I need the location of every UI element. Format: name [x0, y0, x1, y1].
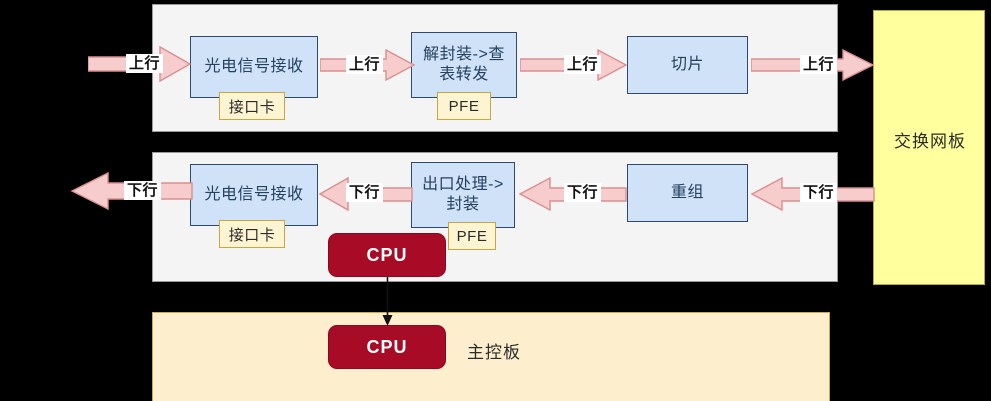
downstream-box-2-label: 出口处理->封装 — [422, 176, 504, 213]
upstream-arrow-label-3: 上行 — [564, 55, 602, 75]
upstream-tag-2-label: PFE — [448, 97, 480, 115]
switch-fabric-panel — [873, 10, 985, 285]
upstream-tag-1-label: 接口卡 — [228, 98, 276, 116]
downstream-box-reassemble[interactable]: 重组 — [627, 164, 748, 222]
upstream-arrow-label-1: 上行 — [126, 54, 164, 74]
main-control-cpu-box[interactable]: CPU — [328, 325, 446, 369]
upstream-tag-pfe: PFE — [437, 92, 491, 120]
upstream-box-optical-receive[interactable]: 光电信号接收 — [190, 36, 318, 98]
downstream-box-1-label: 光电信号接收 — [204, 186, 304, 203]
downstream-arrow-label-2: 下行 — [346, 183, 384, 203]
main-control-panel — [152, 312, 830, 401]
upstream-arrow-label-2: 上行 — [346, 55, 384, 75]
downstream-arrow-label-4: 下行 — [800, 183, 838, 203]
downstream-box-3-label: 重组 — [670, 184, 704, 201]
upstream-box-decap-lookup[interactable]: 解封装->查表转发 — [411, 32, 517, 98]
cpu-link-arrow — [378, 276, 398, 328]
upstream-tag-interface-card: 接口卡 — [219, 92, 285, 120]
upstream-box-slice[interactable]: 切片 — [627, 36, 748, 94]
upstream-arrow-label-4: 上行 — [800, 55, 838, 75]
downstream-tag-1-label: 接口卡 — [228, 226, 276, 244]
switch-fabric-label: 交换网板 — [894, 132, 966, 151]
downstream-tag-interface-card: 接口卡 — [219, 220, 285, 248]
downstream-box-optical-receive[interactable]: 光电信号接收 — [190, 164, 318, 226]
upstream-box-3-label: 切片 — [670, 56, 704, 73]
line-card-cpu-label: CPU — [366, 244, 408, 265]
main-control-cpu-label: CPU — [366, 336, 408, 357]
upstream-box-1-label: 光电信号接收 — [204, 58, 304, 75]
line-card-cpu-box[interactable]: CPU — [328, 233, 446, 277]
downstream-box-egress-encap[interactable]: 出口处理->封装 — [411, 162, 515, 228]
downstream-tag-pfe: PFE — [448, 222, 496, 250]
main-control-label: 主控板 — [467, 343, 521, 362]
upstream-box-2-label: 解封装->查表转发 — [423, 46, 505, 83]
downstream-arrow-label-3: 下行 — [564, 183, 602, 203]
downstream-arrow-label-1: 下行 — [124, 181, 162, 201]
downstream-tag-2-label: PFE — [456, 227, 488, 245]
